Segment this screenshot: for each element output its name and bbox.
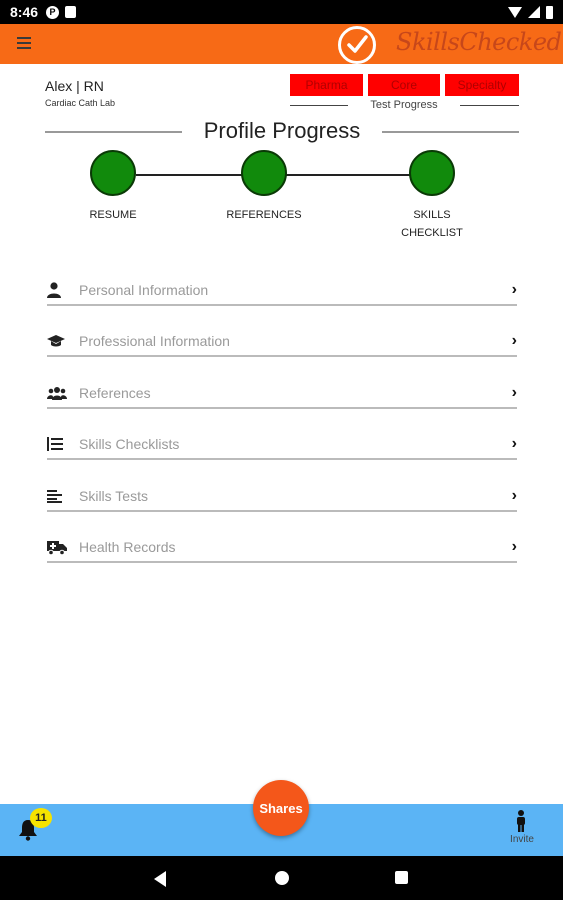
person-icon: [47, 280, 79, 300]
profile-progress-divider-right: [382, 131, 519, 133]
profile-progress-divider-left: [45, 131, 182, 133]
battery-icon: [546, 5, 553, 19]
step-label-line: SKILLS: [413, 209, 451, 221]
chevron-right-icon: ›: [511, 487, 517, 504]
menu-item-skills-tests[interactable]: Skills Tests ›: [47, 482, 517, 512]
home-icon[interactable]: [275, 871, 289, 885]
recent-apps-icon[interactable]: [395, 871, 408, 884]
menu-item-label: Professional Information: [79, 333, 230, 349]
core-test-button[interactable]: Core: [368, 74, 440, 96]
step-skills-checklist-dot[interactable]: [409, 150, 455, 196]
test-progress-divider-left: [290, 105, 348, 106]
notification-count-badge: 11: [30, 808, 52, 828]
user-unit: Cardiac Cath Lab: [45, 98, 116, 108]
test-progress-label: Test Progress: [370, 99, 438, 111]
status-left-icons: P: [46, 5, 77, 19]
test-progress-divider-right: [460, 105, 519, 106]
chevron-right-icon: ›: [511, 281, 517, 298]
step-references-dot[interactable]: [241, 150, 287, 196]
signal-icon: [528, 6, 540, 18]
step-label-line: REFERENCES: [226, 209, 302, 221]
shares-button[interactable]: Shares: [253, 780, 309, 836]
pharma-test-button[interactable]: Pharma: [290, 74, 363, 96]
menu-item-health-records[interactable]: Health Records ›: [47, 533, 517, 563]
specialty-test-button[interactable]: Specialty: [445, 74, 519, 96]
step-skills-checklist-label: SKILLS CHECKLIST: [392, 206, 472, 242]
users-icon: [47, 383, 79, 403]
menu-item-professional-information[interactable]: Professional Information ›: [47, 327, 517, 357]
menu-item-label: Health Records: [79, 539, 176, 555]
sd-card-icon: [65, 6, 77, 18]
step-resume-label: RESUME: [73, 206, 153, 224]
step-resume-dot[interactable]: [90, 150, 136, 196]
brand-logo-text: SkillsChecked: [396, 28, 562, 56]
chevron-right-icon: ›: [511, 538, 517, 555]
profile-progress-title: Profile Progress: [203, 118, 361, 143]
status-time: 8:46: [10, 4, 39, 20]
menu-item-label: References: [79, 385, 151, 401]
status-right-icons: [508, 5, 553, 19]
menu-item-skills-checklists[interactable]: Skills Checklists ›: [47, 430, 517, 460]
wifi-icon: [508, 6, 522, 18]
menu-item-label: Skills Checklists: [79, 436, 180, 452]
checklist-icon: [47, 434, 79, 454]
stepper-connector: [286, 174, 410, 176]
ambulance-icon: [47, 537, 79, 557]
chevron-right-icon: ›: [511, 435, 517, 452]
lines-icon: [47, 486, 79, 506]
step-references-label: REFERENCES: [219, 206, 309, 224]
app-bar: SkillsChecked: [0, 24, 563, 64]
graduation-cap-icon: [47, 331, 79, 351]
hamburger-menu-icon[interactable]: [17, 37, 31, 49]
menu-item-label: Skills Tests: [79, 488, 148, 504]
menu-item-label: Personal Information: [79, 282, 209, 298]
menu-item-references[interactable]: References ›: [47, 379, 517, 409]
chevron-right-icon: ›: [511, 332, 517, 349]
logo-check-icon: [338, 26, 376, 64]
step-label-line: RESUME: [89, 209, 137, 221]
status-bar: 8:46 P: [0, 0, 563, 24]
menu-item-personal-information[interactable]: Personal Information ›: [47, 276, 517, 306]
chevron-right-icon: ›: [511, 384, 517, 401]
person-standing-icon[interactable]: [514, 810, 528, 837]
step-label-line: CHECKLIST: [401, 227, 463, 239]
p-notification-icon: P: [46, 5, 60, 19]
invite-label[interactable]: Invite: [510, 834, 534, 845]
user-name: Alex | RN: [45, 78, 104, 94]
stepper-connector: [136, 174, 242, 176]
back-icon[interactable]: [154, 871, 166, 887]
